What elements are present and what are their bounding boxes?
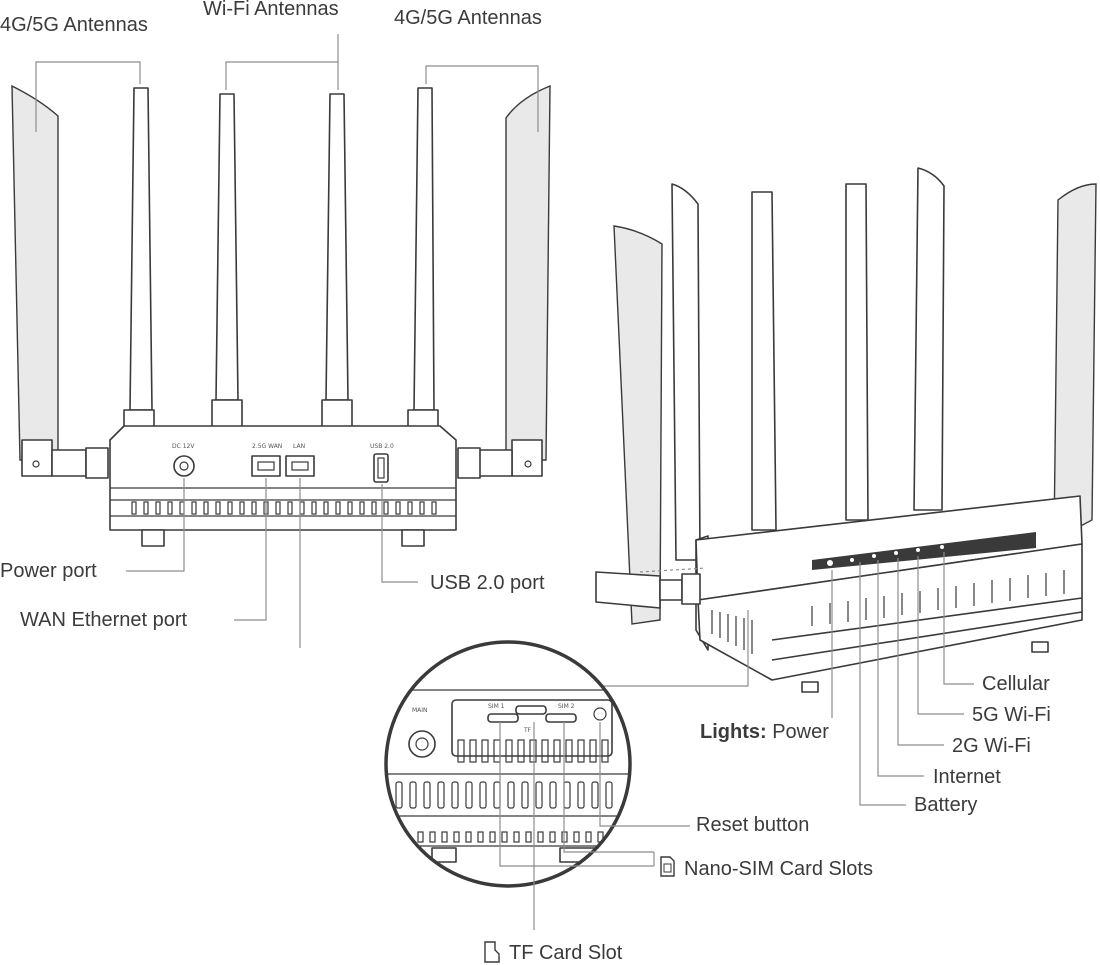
led-strip bbox=[812, 532, 1036, 570]
internet-led bbox=[872, 554, 876, 558]
usb-panel-label: USB 2.0 bbox=[370, 443, 394, 450]
main-panel-label: MAIN bbox=[412, 707, 428, 714]
antennas-left-label: 4G/5G Antennas bbox=[0, 14, 148, 36]
main-connector bbox=[408, 730, 436, 758]
battery-label: Battery bbox=[914, 794, 978, 816]
wifi-2g-label: 2G Wi-Fi bbox=[952, 735, 1031, 757]
wifi5g-led bbox=[916, 548, 920, 552]
wan-port bbox=[251, 455, 281, 477]
antennas-wifi-label: Wi-Fi Antennas bbox=[203, 0, 339, 20]
tf-panel-label: TF bbox=[523, 727, 532, 734]
lan-port bbox=[285, 455, 315, 477]
wan-panel-label: 2.5G WAN bbox=[252, 443, 282, 450]
front-vents bbox=[711, 570, 1065, 654]
sim-card-icon bbox=[660, 856, 675, 877]
sim1-panel-label: SIM 1 bbox=[488, 703, 505, 710]
back-leaders bbox=[35, 34, 539, 648]
dc-power-port bbox=[173, 455, 195, 477]
tf-card-icon bbox=[484, 941, 500, 963]
slot-pins bbox=[457, 739, 609, 763]
front-leaders bbox=[538, 552, 974, 806]
reset-button-label: Reset button bbox=[696, 814, 810, 836]
cellular-led bbox=[940, 545, 944, 549]
internet-label: Internet bbox=[933, 766, 1001, 788]
tf-card-label: TF Card Slot bbox=[509, 942, 623, 964]
router-back-view: DC 12V 2.5G WAN LAN USB 2.0 bbox=[11, 84, 551, 547]
antennas-right-label: 4G/5G Antennas bbox=[394, 7, 542, 29]
lan-panel-label: LAN bbox=[293, 443, 305, 450]
battery-led bbox=[850, 558, 854, 562]
nano-sim-label: Nano-SIM Card Slots bbox=[684, 858, 873, 880]
zoom-leaders bbox=[499, 722, 690, 930]
router-front-view bbox=[595, 167, 1097, 693]
wifi2g-led bbox=[894, 551, 898, 555]
cellular-label: Cellular bbox=[982, 673, 1050, 695]
usb-port-label: USB 2.0 port bbox=[430, 572, 545, 594]
dc-panel-label: DC 12V bbox=[172, 443, 195, 450]
lights-prefix: Lights: bbox=[700, 721, 767, 743]
wifi-5g-label: 5G Wi-Fi bbox=[972, 704, 1051, 726]
lights-power-text: Power bbox=[772, 721, 829, 743]
power-led bbox=[827, 560, 833, 566]
lights-power-label: Lights: Power bbox=[700, 720, 829, 744]
zoom-detail: MAIN SIM 1 SIM 2 TF bbox=[384, 640, 632, 888]
sim2-panel-label: SIM 2 bbox=[558, 703, 575, 710]
power-port-label: Power port bbox=[0, 560, 97, 582]
wan-port-label: WAN Ethernet port bbox=[20, 609, 188, 631]
